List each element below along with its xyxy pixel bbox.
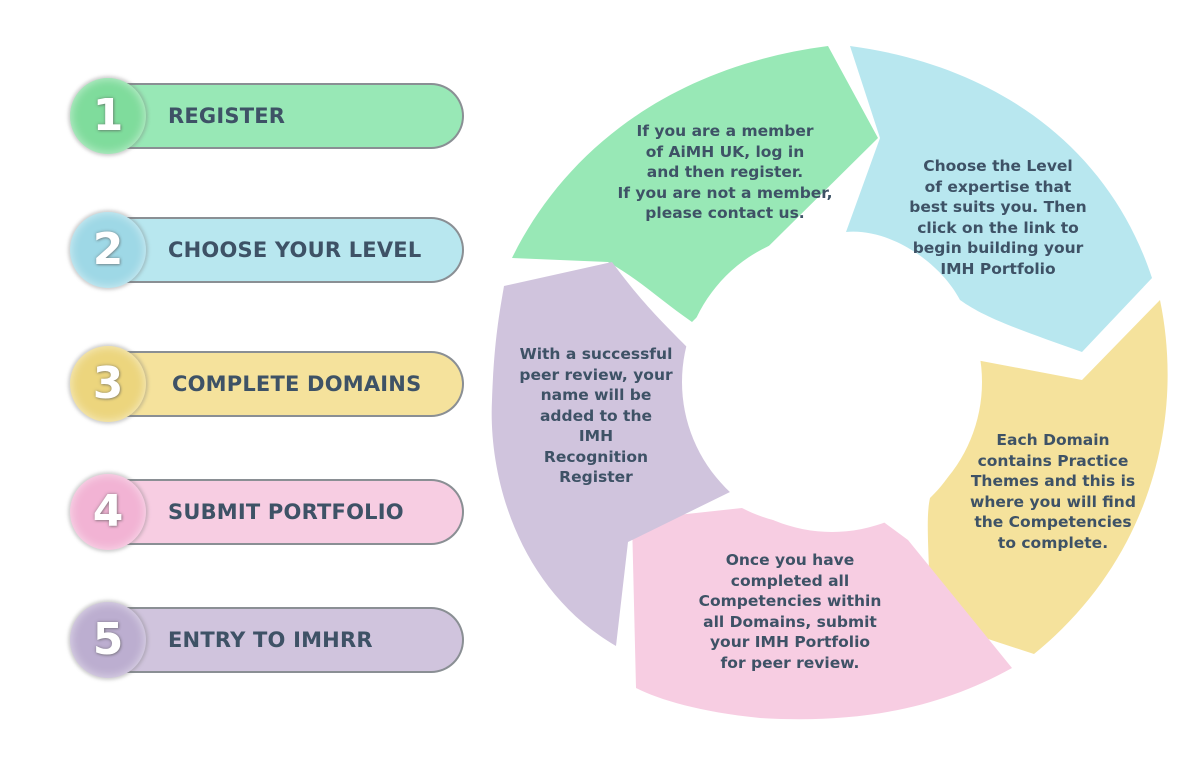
cycle-text-complete-domains: Each Domain contains Practice Themes and… bbox=[970, 431, 1136, 552]
step-3-label: COMPLETE DOMAINS bbox=[172, 372, 422, 396]
cycle-text-register: If you are a member of AiMH UK, log in a… bbox=[617, 122, 833, 222]
step-3-pill bbox=[114, 351, 464, 417]
step-list: REGISTER 1 CHOOSE YOUR LEVEL 2 COMPLETE … bbox=[0, 0, 480, 768]
step-4: SUBMIT PORTFOLIO 4 bbox=[70, 474, 470, 550]
cycle-text-submit-portfolio: Once you have completed all Competencies… bbox=[698, 551, 882, 672]
cycle-segment-register bbox=[512, 46, 878, 322]
step-3-circle bbox=[70, 346, 146, 422]
step-4-label: SUBMIT PORTFOLIO bbox=[168, 500, 404, 524]
step-2-label: CHOOSE YOUR LEVEL bbox=[168, 238, 422, 262]
step-3-number: 3 bbox=[92, 358, 124, 409]
step-5-label: ENTRY TO IMHRR bbox=[168, 628, 373, 652]
step-5-number: 5 bbox=[92, 614, 124, 665]
step-5-circle bbox=[70, 602, 146, 678]
step-2-number: 2 bbox=[92, 224, 124, 275]
step-2-circle bbox=[70, 212, 146, 288]
step-2: CHOOSE YOUR LEVEL 2 bbox=[70, 212, 470, 288]
cycle-segment-choose-level bbox=[846, 46, 1152, 352]
step-1-number: 1 bbox=[92, 90, 124, 141]
step-4-number: 4 bbox=[92, 486, 124, 537]
cycle-center bbox=[682, 232, 982, 532]
step-4-circle bbox=[70, 474, 146, 550]
cycle-text-choose-level: Choose the Level of expertise that best … bbox=[909, 157, 1087, 278]
step-4-pill bbox=[114, 479, 464, 545]
step-2-pill bbox=[114, 217, 464, 283]
step-1-circle bbox=[70, 78, 146, 154]
step-1: REGISTER 1 bbox=[70, 78, 470, 154]
cycle-segment-entry bbox=[491, 262, 730, 646]
cycle-segment-submit-portfolio bbox=[632, 508, 1012, 720]
step-5-pill bbox=[114, 607, 464, 673]
step-3: COMPLETE DOMAINS 3 bbox=[70, 346, 470, 422]
step-1-label: REGISTER bbox=[168, 104, 286, 128]
cycle-text-entry: With a successful peer review, your name… bbox=[519, 345, 673, 486]
step-1-pill bbox=[114, 83, 464, 149]
cycle-segment-complete-domains bbox=[927, 300, 1168, 654]
step-5: ENTRY TO IMHRR 5 bbox=[70, 602, 470, 678]
